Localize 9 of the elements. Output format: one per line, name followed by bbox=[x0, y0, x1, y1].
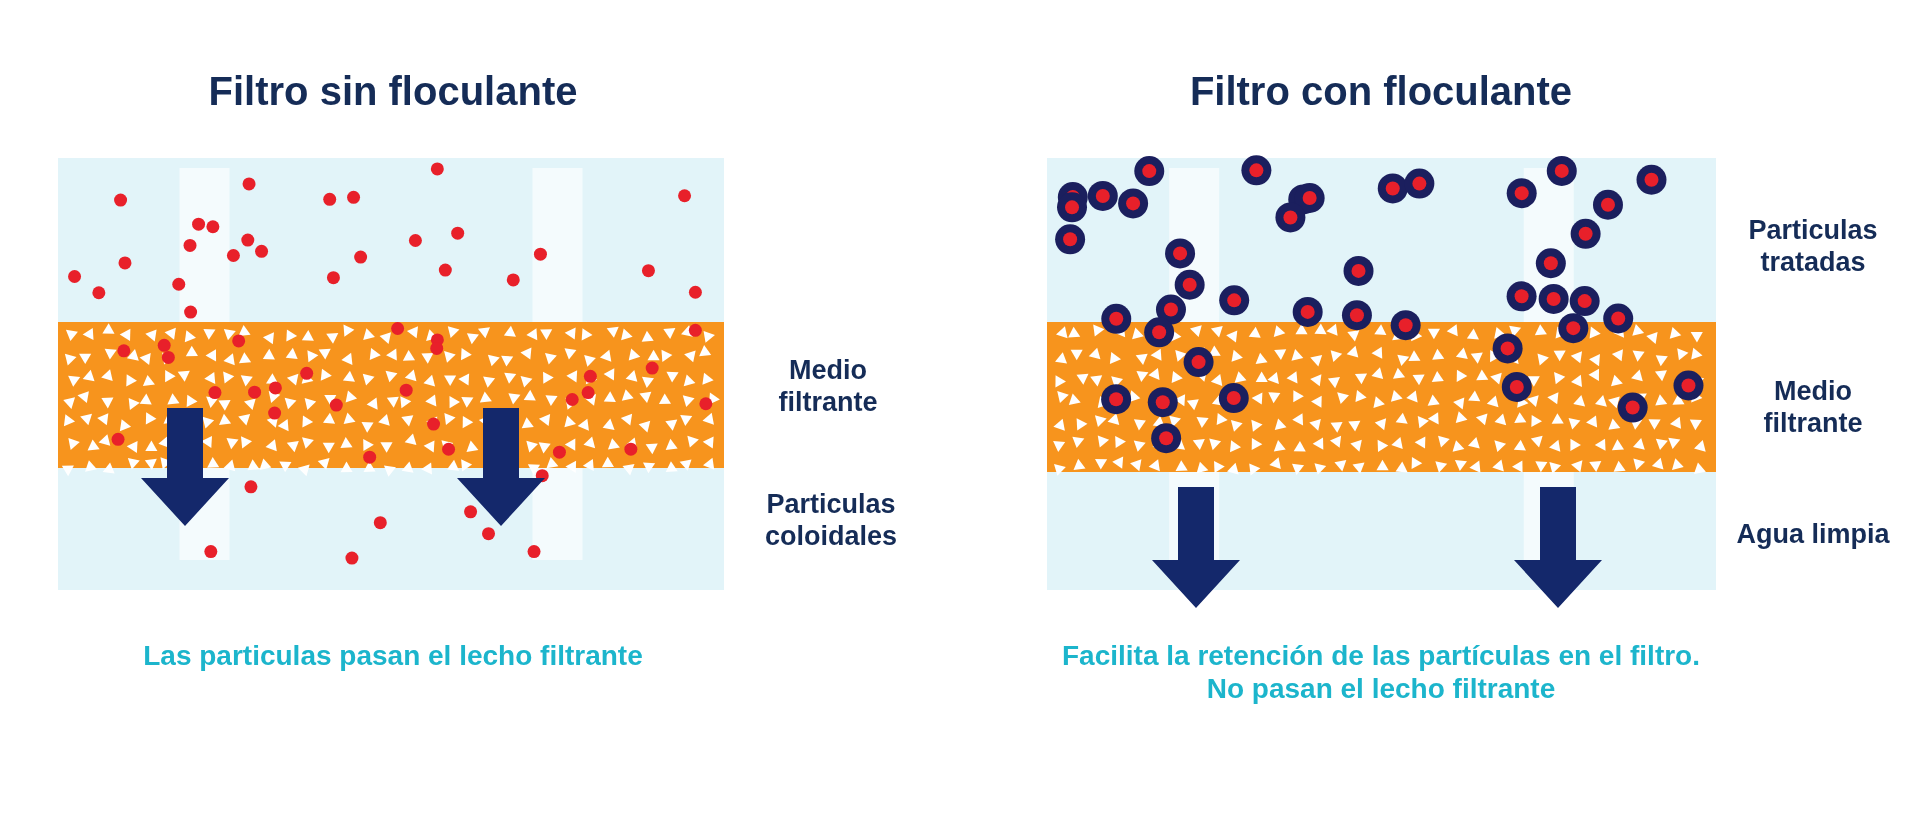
part-label: Agua limpia bbox=[1735, 519, 1891, 551]
heading: Filtro sin floculante bbox=[207, 67, 579, 115]
part-label: Particulas coloidales bbox=[763, 489, 898, 553]
heading: Filtro con floculante bbox=[1188, 67, 1574, 115]
part-label: Medio filtrante bbox=[1762, 376, 1864, 440]
caption-text: Las particulas pasan el lecho filtrante bbox=[142, 638, 644, 672]
part-label: Medio filtrante bbox=[777, 355, 879, 419]
caption-text: Facilita la retención de las partículas en el filtro. No pasan el lecho filtrante bbox=[1061, 639, 1701, 706]
part-label: Particulas tratadas bbox=[1747, 215, 1879, 279]
